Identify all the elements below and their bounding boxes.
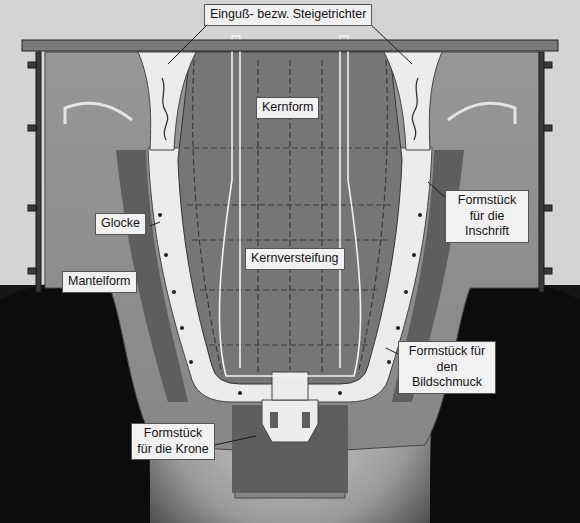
label-text: Kernversteifung [251, 251, 339, 267]
pouring-funnel [138, 52, 196, 150]
core [178, 52, 402, 384]
mantle-mold [45, 52, 540, 498]
label-box: Glocke [95, 213, 146, 235]
vent-pipe [448, 103, 515, 124]
chaplets [158, 213, 422, 395]
label-text: Einguß- bezw. Steigetrichter [210, 7, 366, 23]
vent-pipe [65, 103, 132, 124]
label-box: Formstück für die Krone [131, 423, 215, 460]
label-box: Kernversteifung [245, 248, 345, 270]
label-box: Mantelform [62, 271, 137, 293]
label-box: Einguß- bezw. Steigetrichter [204, 4, 372, 26]
label-text: Formstück für die Krone [137, 426, 209, 457]
label-text: Formstück für die Inschrift [451, 193, 523, 240]
label-box: Formstück für den Bildschmuck [398, 341, 496, 394]
label-box: Kernform [256, 97, 319, 119]
core-grid [184, 60, 398, 375]
label-box: Formstück für die Inschrift [445, 190, 529, 243]
label-text: Mantelform [68, 274, 131, 290]
label-text: Formstück für den Bildschmuck [404, 344, 490, 391]
top-plate [22, 40, 558, 51]
riser-funnel [384, 52, 442, 150]
core-reinforcement [219, 36, 360, 376]
label-text: Kernform [262, 100, 313, 116]
metal-stream [162, 78, 168, 140]
crown [262, 400, 318, 442]
metal-stream [412, 78, 418, 140]
label-text: Glocke [101, 216, 140, 232]
